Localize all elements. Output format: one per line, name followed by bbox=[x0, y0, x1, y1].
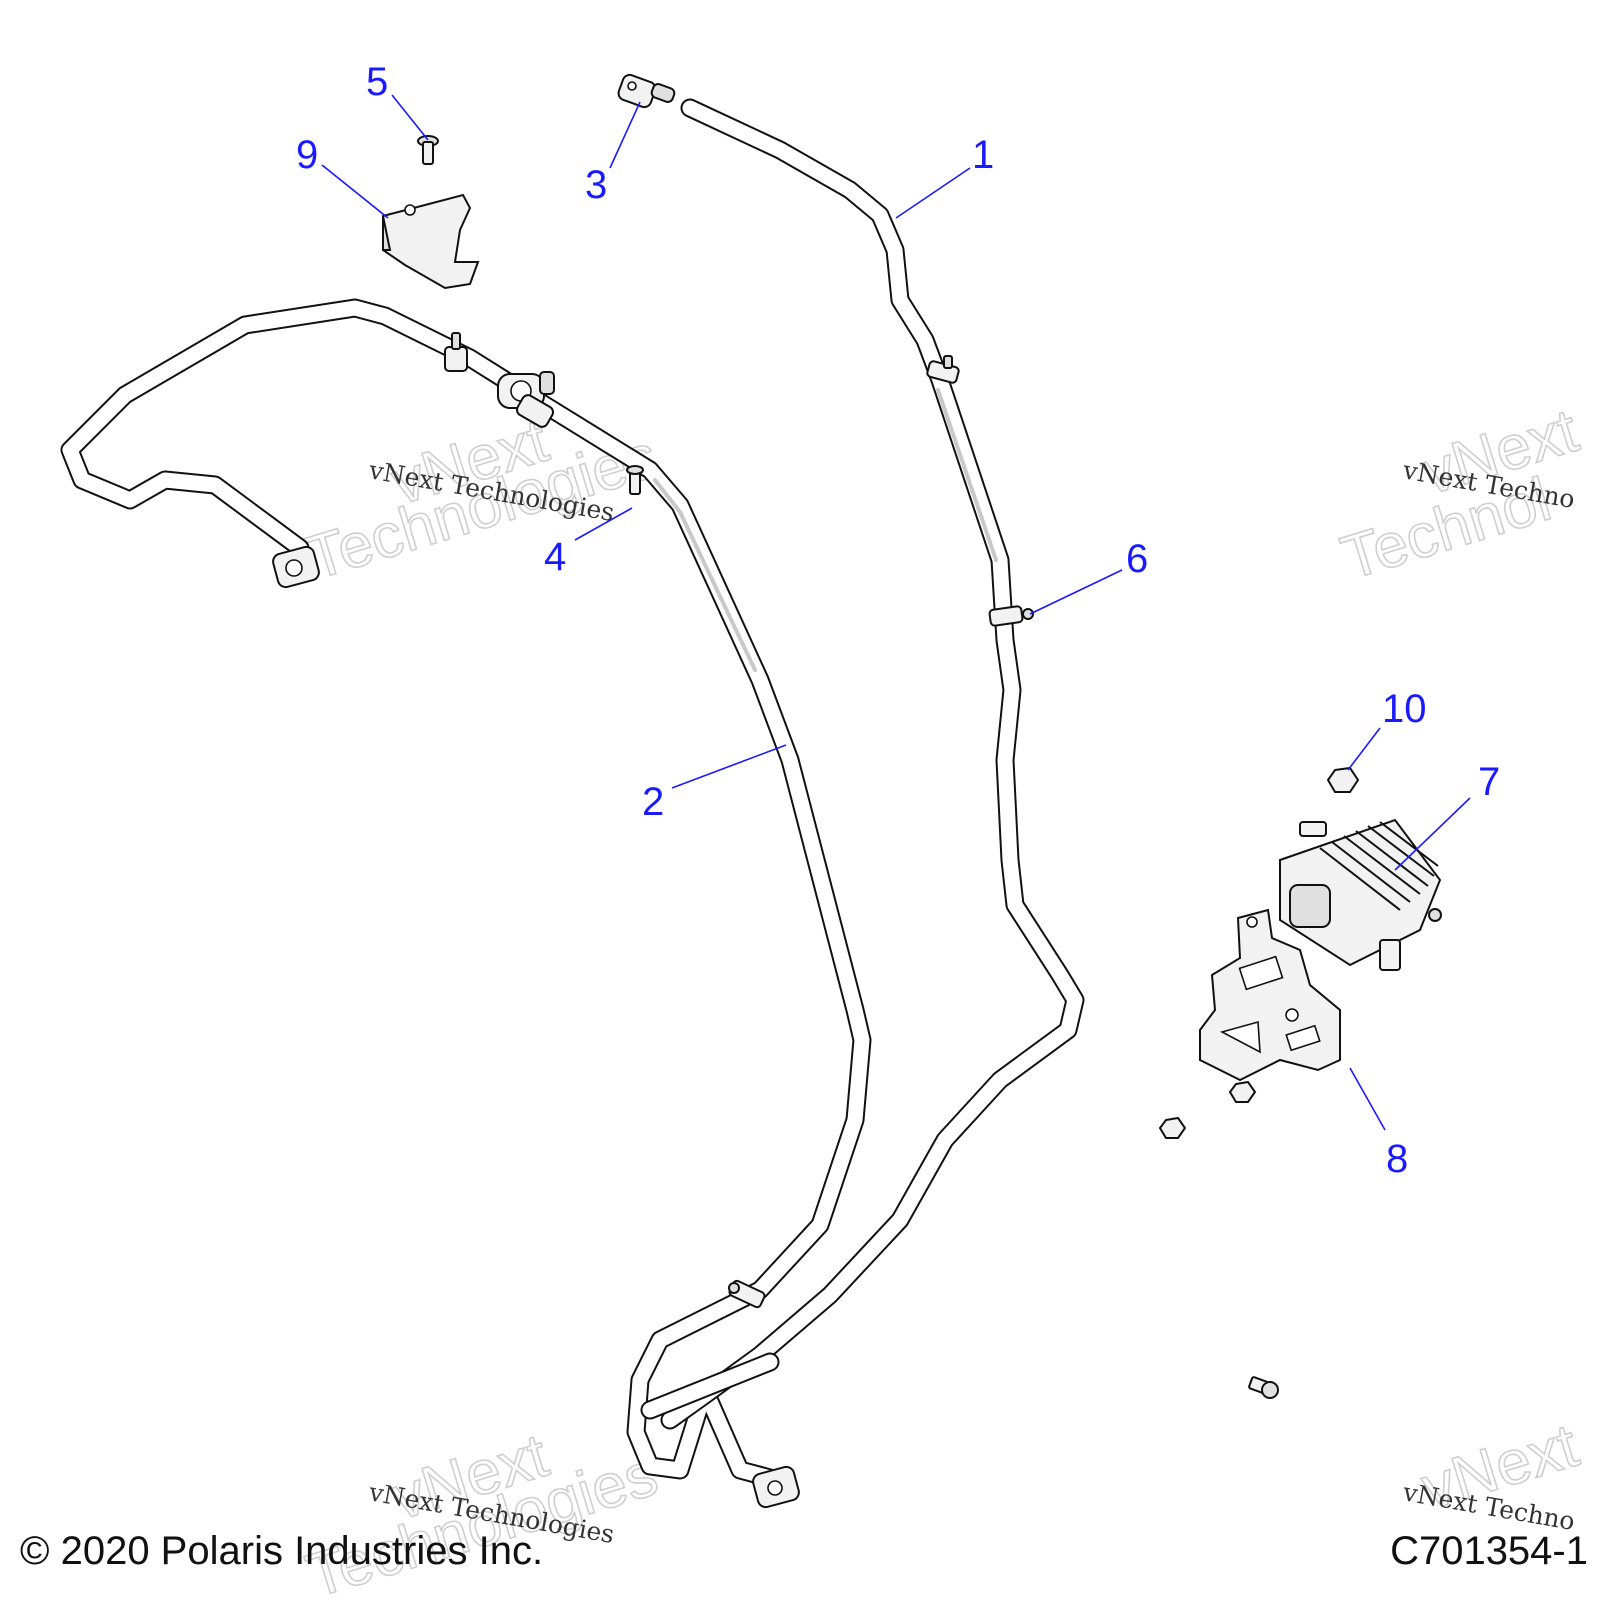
callout-2: 2 bbox=[642, 780, 664, 824]
line-part-1 bbox=[640, 98, 1085, 1430]
callout-3: 3 bbox=[585, 163, 607, 207]
leader-8 bbox=[1349, 1067, 1386, 1131]
drawing-number: C701354-1 bbox=[1390, 1529, 1588, 1573]
connector-part-3 bbox=[617, 73, 676, 109]
callout-8: 8 bbox=[1386, 1137, 1408, 1181]
watermark-bottom-left: vNext Technologies vNext Technologies bbox=[298, 1420, 666, 1600]
leader-3 bbox=[609, 101, 641, 169]
leader-2 bbox=[671, 744, 787, 789]
leader-4 bbox=[574, 507, 633, 541]
leader-lines bbox=[321, 94, 1471, 1131]
clamp-lower-left bbox=[728, 1279, 766, 1309]
callout-1: 1 bbox=[972, 133, 994, 177]
screw-lower-right bbox=[1248, 1376, 1279, 1399]
leader-7 bbox=[1394, 797, 1471, 871]
leader-1 bbox=[895, 167, 971, 219]
connector-bottom-end bbox=[752, 1465, 800, 1509]
leader-9 bbox=[321, 164, 389, 219]
connector-left-end bbox=[272, 545, 320, 589]
clamp-part-6 bbox=[988, 605, 1034, 627]
callout-4: 4 bbox=[544, 535, 566, 579]
callout-7: 7 bbox=[1478, 760, 1500, 804]
leader-5 bbox=[391, 94, 429, 141]
watermark-top-right: vNext Technol vNext Techno bbox=[1333, 395, 1586, 594]
leader-10 bbox=[1347, 727, 1381, 771]
heat-sink-fins bbox=[1319, 821, 1439, 911]
bracket-part-9 bbox=[382, 193, 480, 290]
callout-numbers: 5 9 3 1 4 6 2 10 7 8 bbox=[296, 60, 1500, 1181]
leader-6 bbox=[1029, 569, 1123, 615]
watermark-bottom-right: vNext vNext Techno bbox=[1400, 1410, 1586, 1536]
callout-10: 10 bbox=[1382, 687, 1427, 731]
callout-5: 5 bbox=[366, 60, 388, 104]
plate-part-8 bbox=[1199, 908, 1341, 1082]
copyright-text: © 2020 Polaris Industries Inc. bbox=[20, 1529, 543, 1573]
line-part-2 bbox=[60, 298, 872, 1488]
nut-lower-2 bbox=[1158, 1116, 1187, 1139]
nut-part-10 bbox=[1326, 766, 1360, 793]
callout-9: 9 bbox=[296, 133, 318, 177]
nut-lower-1 bbox=[1228, 1080, 1257, 1103]
callout-6: 6 bbox=[1126, 537, 1148, 581]
clamp-upper-right bbox=[926, 355, 960, 384]
bolt-part-5 bbox=[417, 135, 439, 165]
module-part-7 bbox=[1279, 818, 1442, 971]
watermark-top-left: vNext Technologies vNext Technologies bbox=[298, 405, 666, 594]
fitting-assembly-upper bbox=[444, 332, 555, 428]
screw-part-4 bbox=[626, 465, 644, 495]
